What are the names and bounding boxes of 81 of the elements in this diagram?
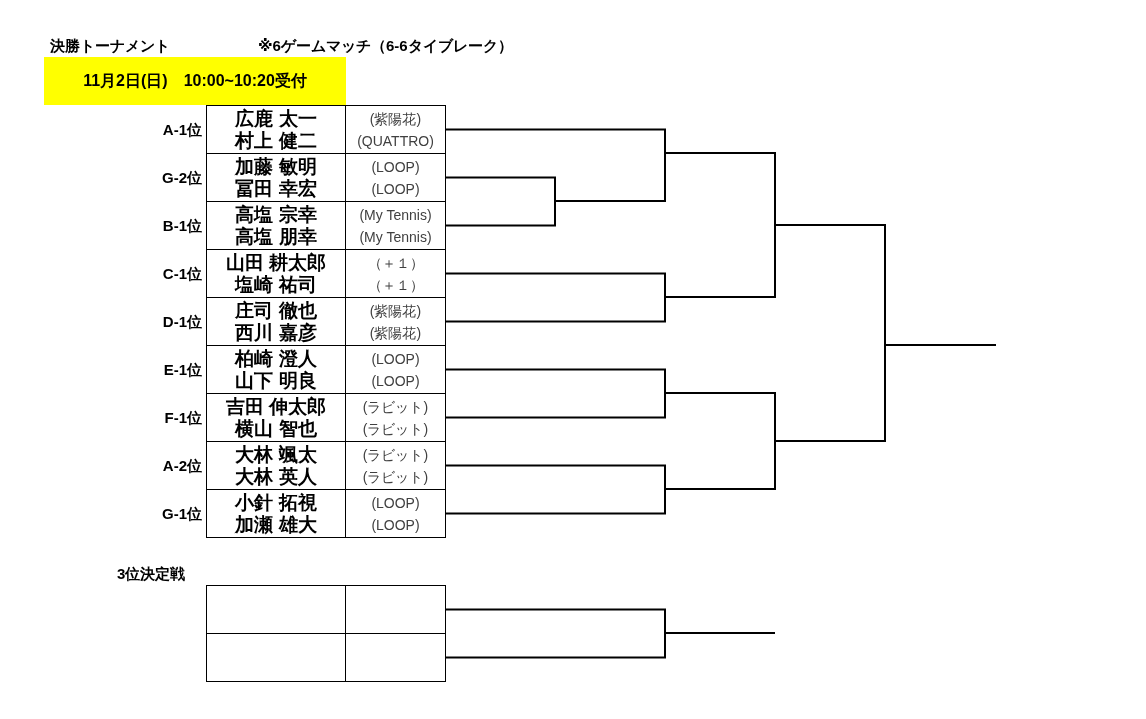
player-name: 柏崎 澄人 — [235, 347, 317, 369]
club-name: (LOOP) — [371, 493, 420, 513]
seed-label: A-1位 — [162, 120, 202, 139]
date-time-text: 11月2日(日) 10:00~10:20受付 — [83, 71, 307, 91]
bracket-line — [444, 296, 666, 323]
player-name: 加瀬 雄大 — [235, 513, 317, 536]
entry-row — [206, 249, 446, 298]
bracket-line — [664, 440, 776, 490]
player-name: 加藤 敏明 — [235, 155, 317, 178]
player-name: 庄司 徹也 — [235, 299, 317, 322]
entry-row — [206, 441, 446, 490]
club-name: (QUATTRO) — [357, 131, 434, 151]
bracket-line — [664, 224, 776, 298]
bracket-line — [444, 176, 556, 202]
club-name: （＋１） — [367, 275, 424, 295]
player-name: 大林 英人 — [235, 465, 317, 488]
player-name: 吉田 伸太郎 — [225, 395, 327, 418]
club-name: (ラビット) — [362, 467, 429, 487]
seed-label: F-1位 — [164, 408, 202, 427]
seed-label: A-2位 — [162, 456, 202, 475]
blank-entry-row — [206, 633, 446, 682]
bracket-line — [444, 368, 666, 394]
bracket-line — [444, 392, 666, 419]
player-name: 山田 耕太郎 — [225, 251, 327, 274]
entry-row — [206, 201, 446, 250]
player-name: 高塩 朋幸 — [235, 225, 317, 248]
player-name: 村上 健二 — [235, 129, 317, 152]
club-name: （＋１） — [367, 253, 424, 273]
blank-entry-row — [206, 585, 446, 634]
bracket-line — [444, 464, 666, 490]
bracket-line — [444, 632, 666, 659]
player-name: 横山 智也 — [235, 417, 317, 440]
club-name: (LOOP) — [371, 157, 420, 177]
player-name: 冨田 幸宏 — [235, 177, 317, 200]
entry-row — [206, 153, 446, 202]
seed-label: E-1位 — [163, 360, 202, 379]
seed-label: G-1位 — [162, 504, 202, 523]
section-heading: 3位決定戦 — [117, 565, 186, 583]
player-name: 西川 嘉彦 — [235, 321, 317, 344]
seed-label: C-1位 — [162, 264, 202, 283]
bracket-line — [444, 608, 666, 634]
title: 決勝トーナメント — [50, 37, 170, 55]
bracket-line — [774, 224, 886, 346]
player-name: 山下 明良 — [235, 369, 317, 392]
bracket-line — [444, 488, 666, 515]
bracket-line — [444, 272, 666, 298]
bracket-line — [774, 344, 886, 442]
seed-label: G-2位 — [162, 168, 202, 187]
club-name: (紫陽花) — [369, 109, 422, 129]
bracket-line — [664, 632, 776, 634]
bracket-line — [664, 152, 776, 226]
bracket-line — [444, 200, 556, 227]
club-name: (紫陽花) — [369, 301, 422, 321]
club-name: (ラビット) — [362, 445, 429, 465]
club-name: (LOOP) — [371, 349, 420, 369]
entry-row — [206, 297, 446, 346]
bracket-line — [554, 152, 666, 202]
highlight-box — [44, 57, 346, 105]
player-name: 小針 拓視 — [235, 491, 317, 514]
bracket-line — [884, 344, 997, 346]
note-text: ※6ゲームマッチ（6-6タイブレーク） — [258, 37, 513, 55]
club-name: (LOOP) — [371, 179, 420, 199]
player-name: 広鹿 太一 — [235, 107, 317, 130]
club-name: (ラビット) — [362, 397, 429, 417]
club-name: (My Tennis) — [359, 205, 432, 225]
entry-row — [206, 345, 446, 394]
player-name: 大林 颯太 — [235, 443, 317, 466]
club-name: (LOOP) — [371, 371, 420, 391]
bracket-line — [664, 392, 776, 442]
club-name: (ラビット) — [362, 419, 429, 439]
seed-label: D-1位 — [162, 312, 202, 331]
player-name: 高塩 宗幸 — [235, 203, 317, 226]
entry-row — [206, 393, 446, 442]
seed-label: B-1位 — [162, 216, 202, 235]
entry-row — [206, 489, 446, 538]
club-name: (紫陽花) — [369, 323, 422, 343]
entry-row — [206, 105, 446, 154]
bracket-line — [444, 128, 666, 154]
club-name: (My Tennis) — [359, 227, 432, 247]
club-name: (LOOP) — [371, 515, 420, 535]
player-name: 塩崎 祐司 — [235, 273, 317, 296]
